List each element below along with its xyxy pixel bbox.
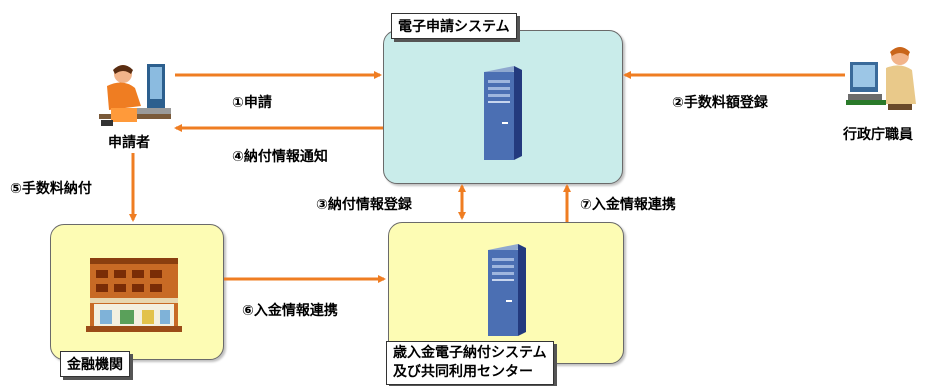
step4-label: ④納付情報通知	[232, 149, 328, 165]
step2-label: ②手数料額登録	[672, 95, 768, 111]
server-icon	[488, 244, 526, 336]
bank-building-icon	[86, 258, 182, 332]
server-icon	[484, 66, 522, 160]
system-title: 電子申請システム	[391, 13, 517, 39]
center-title: 歳入金電子納付システム 及び共同利用センター	[386, 341, 554, 385]
bank-title: 金融機関	[60, 351, 130, 377]
center-title-line1: 歳入金電子納付システム	[393, 345, 547, 361]
step6-label: ⑥入金情報連携	[242, 303, 338, 319]
person-at-computer-icon	[99, 64, 171, 126]
step3-label: ③納付情報登録	[316, 197, 412, 213]
step7-label: ⑦入金情報連携	[580, 197, 676, 213]
step5-label: ⑤手数料納付	[10, 181, 92, 197]
applicant-label: 申請者	[108, 135, 150, 151]
person-at-computer-icon	[846, 47, 916, 110]
center-title-line2: 及び共同利用センター	[393, 364, 533, 380]
step1-label: ①申請	[232, 95, 272, 111]
staff-label: 行政庁職員	[843, 127, 913, 143]
